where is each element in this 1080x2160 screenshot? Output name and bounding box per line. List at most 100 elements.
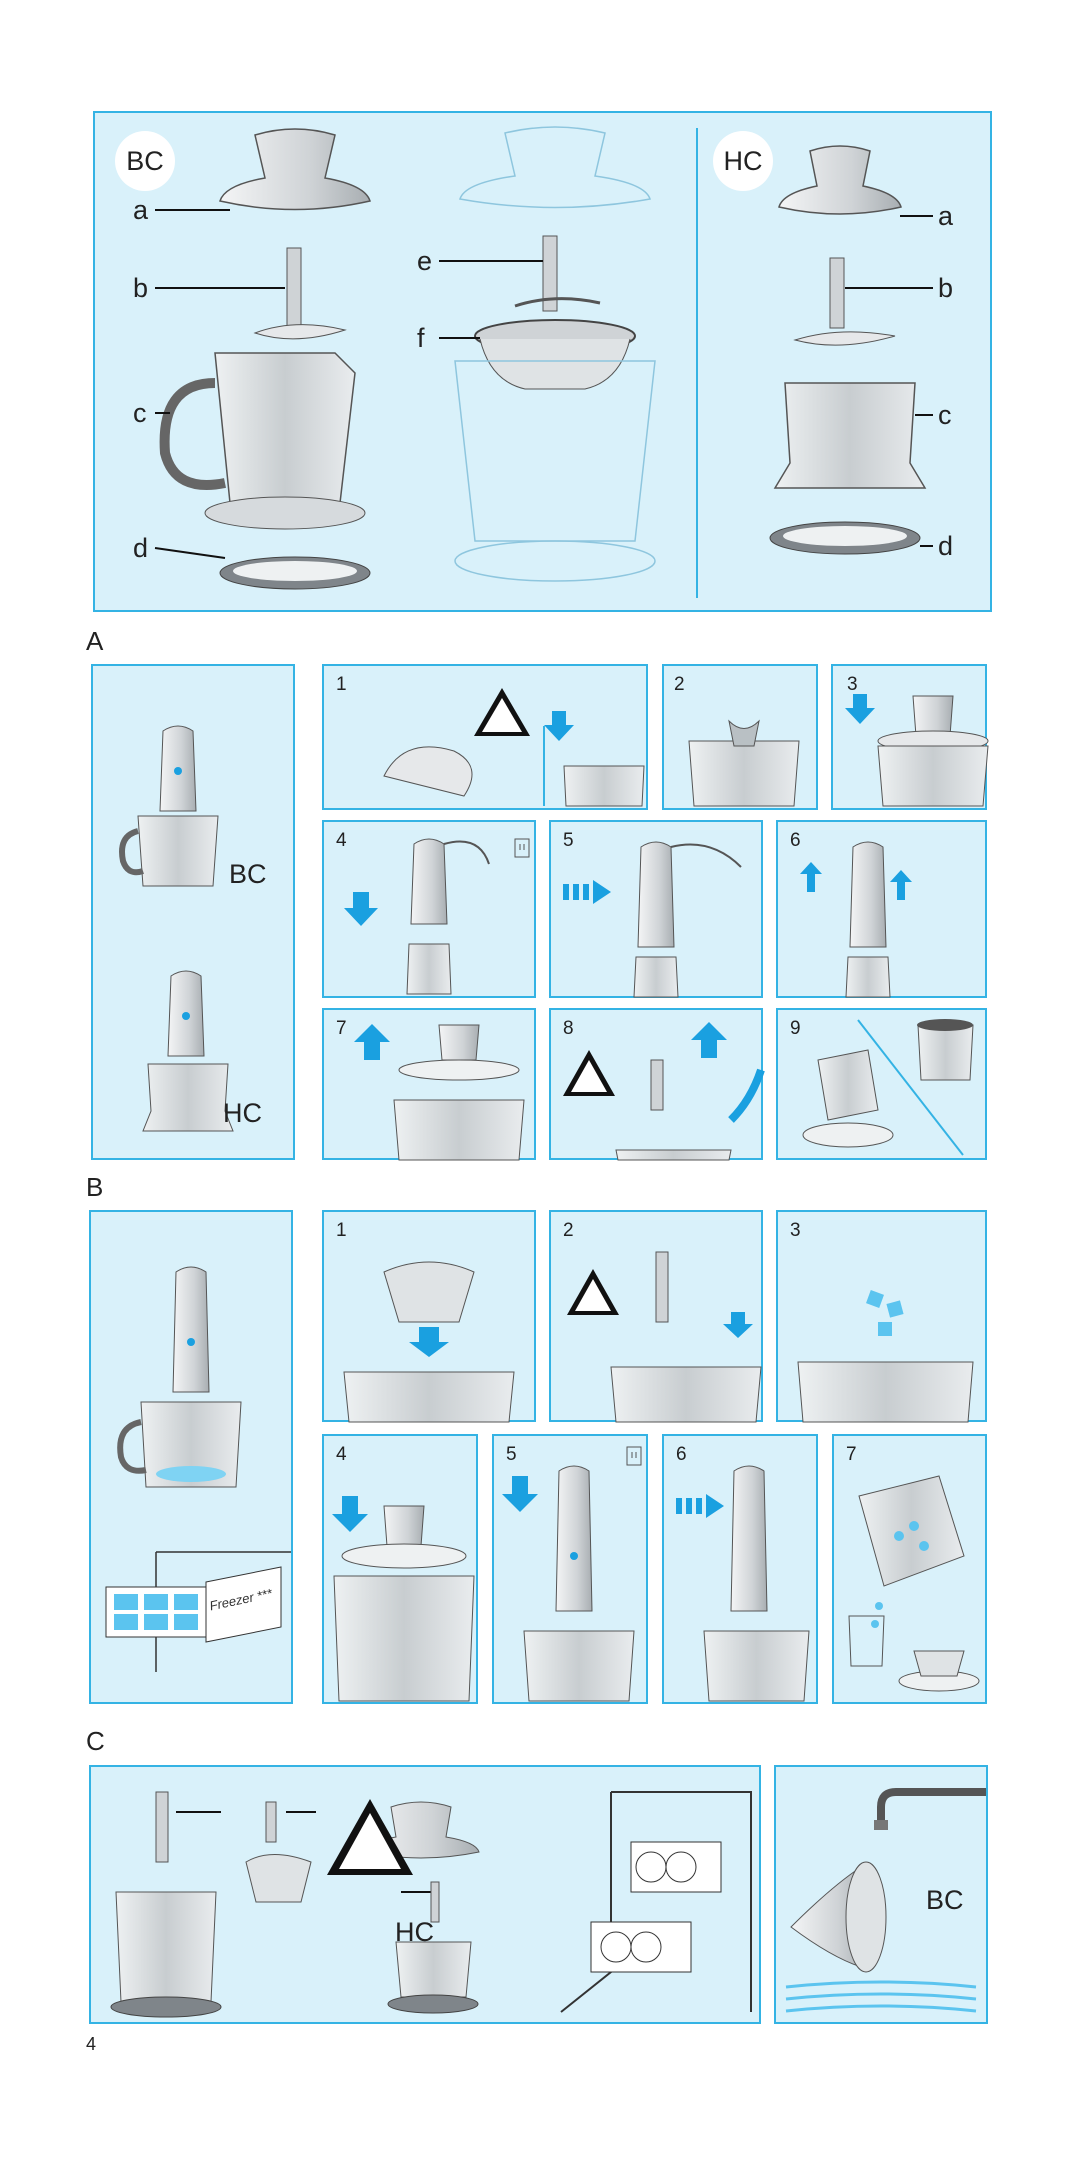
a-step-6-number: 6 bbox=[790, 830, 801, 851]
a-step-1: 1 bbox=[322, 664, 648, 810]
press-switch-illustration bbox=[633, 841, 742, 998]
section-c-rinse-panel: BC bbox=[774, 1765, 988, 2024]
a-step-1-number: 1 bbox=[336, 674, 347, 695]
a-step-2: 2 bbox=[662, 664, 818, 810]
a-step-4-number: 4 bbox=[336, 830, 347, 851]
warning-blade-icon bbox=[567, 1269, 619, 1315]
page-number: 4 bbox=[86, 2034, 97, 2054]
bc-base-ring-illustration bbox=[219, 556, 371, 590]
remove-blade-illustration bbox=[615, 1059, 765, 1161]
lid-on-bowl-illustration bbox=[877, 695, 989, 807]
press-arrow-icon bbox=[676, 1494, 724, 1518]
a-step-5-number: 5 bbox=[563, 830, 574, 851]
bc-chopper-lid-illustration bbox=[219, 128, 371, 211]
part-label-d-left: d bbox=[133, 533, 149, 563]
a-step-4: 4 bbox=[322, 820, 536, 998]
part-label-c-right: c bbox=[938, 400, 952, 430]
release-illustration bbox=[845, 841, 891, 998]
a-step-5: 5 bbox=[549, 820, 763, 998]
ice-crusher-blender-illustration bbox=[117, 1266, 242, 1488]
b-step-6: 6 bbox=[662, 1434, 818, 1704]
leader-lines-mid bbox=[439, 260, 543, 339]
overview-divider bbox=[696, 128, 698, 598]
a-step-7-number: 7 bbox=[336, 1018, 347, 1039]
lid-on-jug-illustration bbox=[333, 1505, 475, 1702]
model-hc-label: HC bbox=[223, 1098, 262, 1128]
overview-panel: BC HC a b c d e f bbox=[93, 111, 992, 612]
part-label-d-right: d bbox=[938, 531, 954, 561]
part-label-b-left: b bbox=[133, 273, 149, 303]
tap-icon bbox=[874, 1788, 986, 1830]
b-step-6-number: 6 bbox=[676, 1444, 687, 1465]
hc-bowl-illustration bbox=[773, 382, 927, 489]
blade-into-bowl-illustration bbox=[383, 726, 645, 807]
motor-onto-chopper-illustration bbox=[406, 838, 490, 995]
a-step-8: 8 bbox=[549, 1008, 765, 1161]
up-arrow-icon bbox=[354, 1024, 390, 1060]
press-arrow-icon bbox=[563, 880, 611, 904]
a-step-8-number: 8 bbox=[563, 1018, 574, 1039]
b-step-5: 5 bbox=[492, 1434, 648, 1704]
a-step-3-number: 3 bbox=[847, 674, 858, 695]
down-arrow-icon bbox=[845, 694, 875, 724]
hc-blender-illustration bbox=[142, 970, 234, 1132]
badge-hc: HC bbox=[713, 131, 773, 191]
section-a-label: A bbox=[86, 626, 104, 656]
attach-motor-illustration bbox=[523, 1465, 635, 1702]
dishwasher-icon bbox=[560, 1791, 752, 2013]
hc-chopper-lid-illustration bbox=[778, 145, 902, 215]
up-arrow-icon bbox=[691, 1022, 727, 1058]
power-plug-icon bbox=[626, 1446, 642, 1466]
lift-lid-illustration bbox=[393, 1024, 525, 1161]
section-c-bc-label: BC bbox=[926, 1885, 964, 1915]
freezer-ice-tray-illustration bbox=[105, 1551, 291, 1672]
operate-illustration bbox=[703, 1465, 810, 1702]
section-b-model-panel: Freezer *** bbox=[89, 1210, 293, 1704]
insert-bowl-illustration bbox=[343, 1261, 515, 1423]
down-arrow-icon bbox=[502, 1476, 538, 1512]
model-bc-label: BC bbox=[229, 859, 267, 889]
a-step-3: 3 bbox=[831, 664, 989, 810]
part-label-a-left: a bbox=[133, 195, 149, 225]
part-label-f: f bbox=[417, 323, 425, 353]
bc-blade-illustration bbox=[253, 247, 347, 340]
b-step-3-number: 3 bbox=[790, 1220, 801, 1241]
a-step-9: 9 bbox=[776, 1008, 987, 1160]
section-c-label: C bbox=[86, 1726, 105, 1756]
a-step-9-number: 9 bbox=[790, 1018, 801, 1039]
leader-lines-right bbox=[845, 215, 933, 547]
a-step-7: 7 bbox=[322, 1008, 536, 1161]
b-step-2: 2 bbox=[549, 1210, 763, 1423]
insert-blade-illustration bbox=[610, 1251, 762, 1423]
b-step-4-number: 4 bbox=[336, 1444, 347, 1465]
badge-bc: BC bbox=[115, 131, 175, 191]
hc-base-ring-illustration bbox=[769, 521, 921, 555]
part-label-b-right: b bbox=[938, 273, 954, 303]
down-arrow-icon bbox=[344, 892, 378, 926]
up-arrow-icon bbox=[890, 870, 912, 900]
exploded-assembly-illustration bbox=[454, 126, 656, 582]
food-in-bowl-illustration bbox=[688, 719, 800, 807]
a-step-2-number: 2 bbox=[674, 674, 685, 695]
up-arrow-icon bbox=[800, 862, 822, 892]
warning-blade-icon bbox=[563, 1050, 615, 1096]
part-label-e: e bbox=[417, 246, 433, 276]
b-step-1-number: 1 bbox=[336, 1220, 347, 1241]
down-arrow-icon bbox=[544, 711, 574, 741]
down-arrow-icon bbox=[332, 1496, 368, 1532]
section-b-label: B bbox=[86, 1172, 104, 1202]
b-step-5-number: 5 bbox=[506, 1444, 517, 1465]
leader-lines-left bbox=[154, 209, 285, 559]
part-label-a-right: a bbox=[938, 201, 954, 231]
rinse-lid-illustration bbox=[785, 1861, 977, 2013]
store-bowl-illustration bbox=[802, 1019, 974, 1156]
b-step-7: 7 bbox=[832, 1434, 987, 1704]
hc-blade-illustration bbox=[793, 257, 896, 346]
section-c-hc-label: HC bbox=[395, 1917, 434, 1947]
warning-blade-icon bbox=[327, 1799, 413, 1875]
bc-jug-illustration bbox=[159, 352, 366, 530]
section-c-cleaning-panel: HC bbox=[89, 1765, 761, 2024]
part-label-c-left: c bbox=[133, 398, 147, 428]
dishwasher-safe-parts-illustration bbox=[110, 1791, 480, 2018]
warning-blade-icon bbox=[474, 688, 530, 736]
